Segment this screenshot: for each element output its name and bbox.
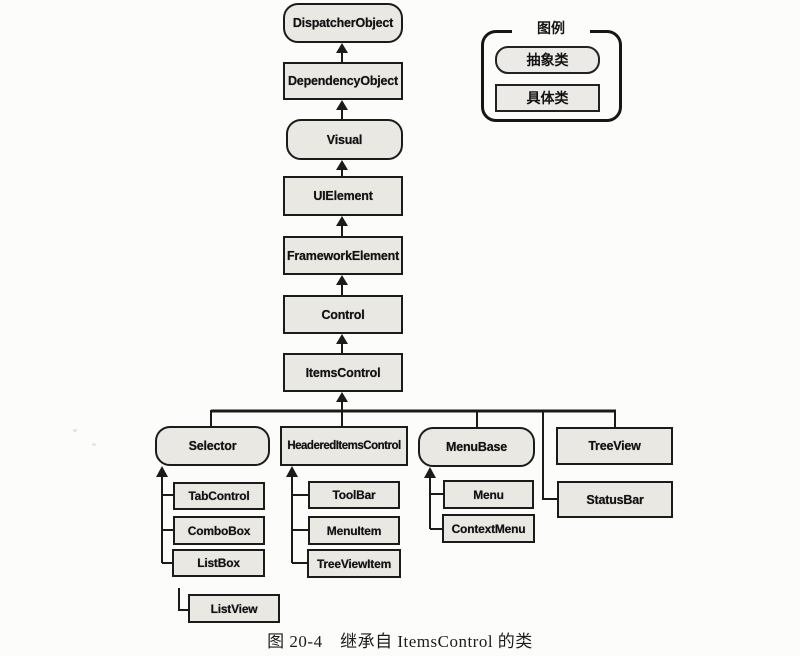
class-node-frameworkelement: FrameworkElement [283,236,403,275]
class-node-dependencyobject: DependencyObject [283,62,403,100]
class-node-menuitem: MenuItem [308,516,400,545]
scan-speck [73,429,77,432]
class-node-headereditemscontrol: HeaderedItemsControl [280,426,408,466]
class-node-uielement: UIElement [283,176,403,216]
class-node-selector: Selector [155,426,270,466]
class-node-listview: ListView [188,594,280,623]
class-node-contextmenu: ContextMenu [442,514,535,543]
class-node-control: Control [283,295,403,334]
class-node-menubase: MenuBase [418,427,535,467]
class-node-statusbar: StatusBar [557,481,673,518]
class-node-treeview: TreeView [556,427,673,465]
legend-item-concrete-class: 具体类 [495,84,600,112]
legend-title: 图例 [512,19,590,38]
class-node-itemscontrol: ItemsControl [283,353,403,392]
figure-caption: 图 20-4 继承自 ItemsControl 的类 [267,632,533,651]
class-node-dispatcherobject: DispatcherObject [283,3,403,43]
connector-strokes [161,51,616,611]
legend-item-abstract-class: 抽象类 [495,46,600,74]
class-node-tabcontrol: TabControl [173,482,265,510]
scan-speck [92,443,96,446]
class-node-visual: Visual [286,119,403,160]
class-node-treeviewitem: TreeViewItem [307,549,401,578]
class-node-combobox: ComboBox [173,516,265,545]
class-node-listbox: ListBox [172,549,265,577]
class-node-menu: Menu [443,480,534,509]
class-node-toolbar: ToolBar [308,481,400,509]
arrowheads [156,43,436,478]
